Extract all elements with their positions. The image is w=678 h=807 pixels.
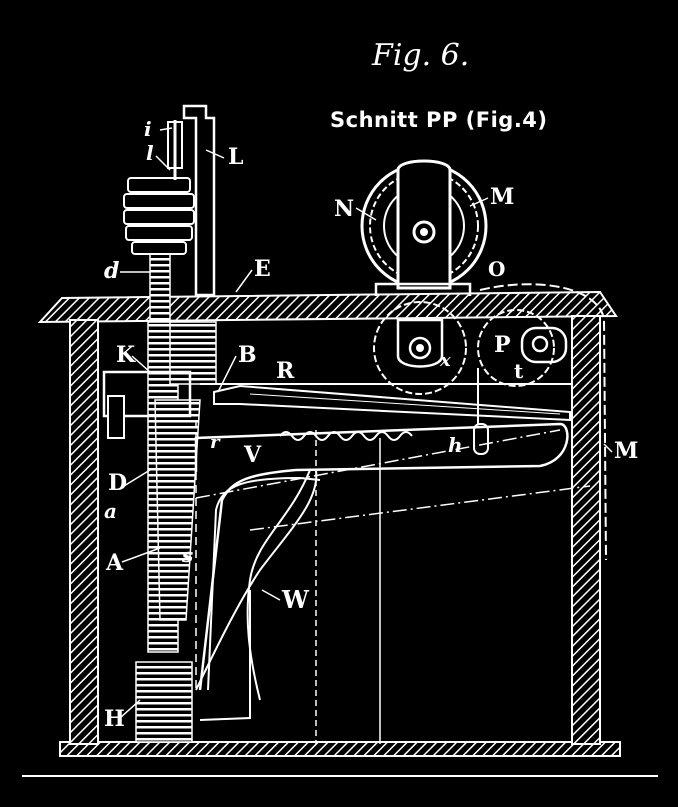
screw-d (149, 249, 171, 321)
pivot-h (473, 423, 489, 455)
wheel-bracket (374, 282, 472, 296)
plate-V-inner (207, 476, 321, 691)
label-t: t (514, 359, 524, 383)
label-s: s (181, 543, 193, 567)
label-M-top: M (490, 184, 514, 210)
belt-M (479, 283, 607, 561)
frame-K-side (107, 395, 125, 439)
label-r: r (210, 432, 221, 453)
gear-H (135, 661, 193, 743)
gear-block-upper (169, 321, 217, 385)
label-K: K (116, 342, 136, 368)
roller-P (477, 309, 568, 387)
figure-title: Fig. 6. (372, 38, 470, 73)
section-title: Schnitt PP (Fig.4) (330, 108, 548, 132)
base-plate (59, 741, 621, 757)
label-N: N (334, 196, 354, 222)
label-h: h (448, 433, 463, 457)
sheet-W (195, 469, 318, 691)
label-P: P (494, 332, 511, 358)
label-V: V (243, 442, 262, 468)
label-A: A (105, 550, 124, 576)
wedge-A (154, 399, 201, 621)
frame-K (102, 370, 192, 418)
label-E: E (254, 256, 271, 282)
label-R: R (276, 358, 295, 384)
label-i: i (144, 117, 152, 141)
sheet-W-3 (199, 590, 251, 721)
center-line-slant-2 (249, 485, 591, 531)
bracket-L (182, 104, 216, 297)
label-D: D (108, 470, 127, 496)
wheel-N (360, 159, 488, 290)
sheet-W-2 (246, 469, 311, 701)
link-i (167, 121, 183, 169)
spring (279, 431, 413, 441)
bar-R-line (249, 393, 561, 415)
label-a: a (104, 499, 117, 523)
label-L: L (228, 144, 243, 170)
top-table (37, 290, 618, 324)
label-M-right: M (614, 438, 638, 464)
label-H: H (104, 706, 125, 732)
roller-O (373, 301, 467, 395)
nut-assembly (123, 177, 195, 255)
right-leg (571, 315, 601, 745)
label-x: x (439, 350, 451, 371)
label-B: B (238, 342, 257, 368)
label-O: O (488, 257, 505, 281)
label-W: W (281, 585, 310, 614)
center-line-slant (195, 429, 561, 499)
label-d: d (104, 258, 119, 284)
label-l: l (146, 141, 154, 165)
leader-lines (119, 127, 613, 719)
left-leg (69, 319, 99, 745)
